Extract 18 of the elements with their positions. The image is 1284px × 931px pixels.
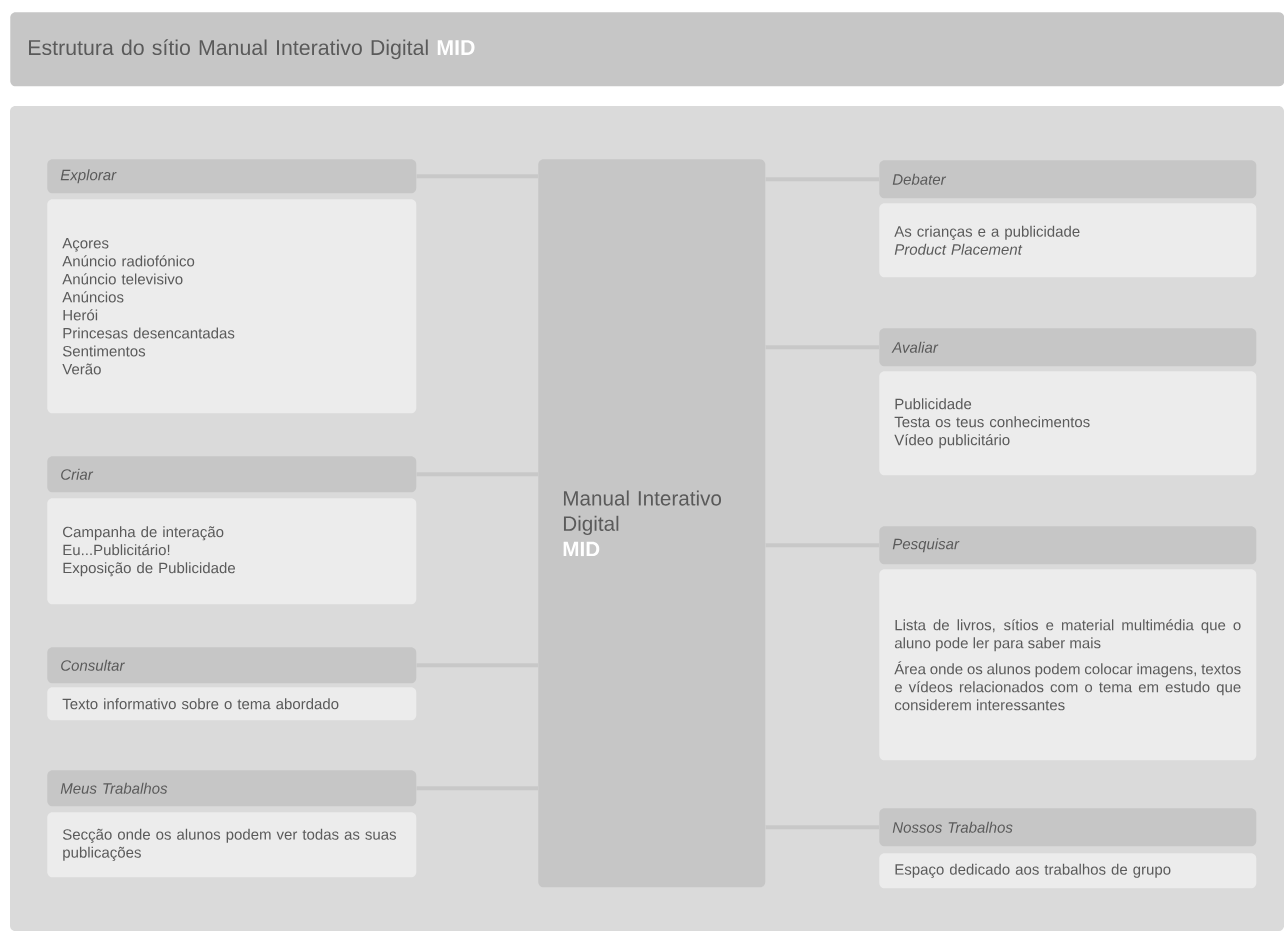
section-header: Consultar	[47, 647, 417, 684]
content-box: Açores Anúncio radiofónico Anúncio televisivo Anúncios Herói Princesas desencantadas Sentimentos Verão	[47, 199, 417, 414]
section-header: Criar	[47, 456, 417, 493]
section-header: Meus Trabalhos	[47, 770, 417, 807]
section-header: Avaliar	[879, 328, 1257, 367]
content-box: Espaço dedicado aos trabalhos de grupo	[879, 853, 1257, 889]
content-box: As crianças e a publicidade Product Placement	[879, 203, 1257, 278]
content-box: Texto informativo sobre o tema abordado	[47, 687, 417, 721]
content-box: Publicidade Testa os teus conhecimentos Vídeo publicitário	[879, 371, 1257, 476]
content-box: Lista de livros, sítios e material multimédia que o aluno pode ler para saber mais Área onde os alunos podem colocar imagens, textos e vídeos relacionados com o tema em estudo que considerem interessantes	[879, 569, 1257, 761]
center-box: Manual Interativo Digital MID	[538, 159, 766, 888]
section-header: Explorar	[47, 159, 417, 194]
content-box: Secção onde os alunos podem ver todas as suas publicações	[47, 812, 417, 878]
content-box: Campanha de interação Eu...Publicitário! Exposição de Publicidade	[47, 498, 417, 605]
title-bar: Estrutura do sítio Manual Interativo Digital MID	[10, 12, 1284, 87]
section-header: Nossos Trabalhos	[879, 808, 1257, 847]
section-header: Pesquisar	[879, 526, 1257, 565]
section-header: Debater	[879, 160, 1257, 199]
